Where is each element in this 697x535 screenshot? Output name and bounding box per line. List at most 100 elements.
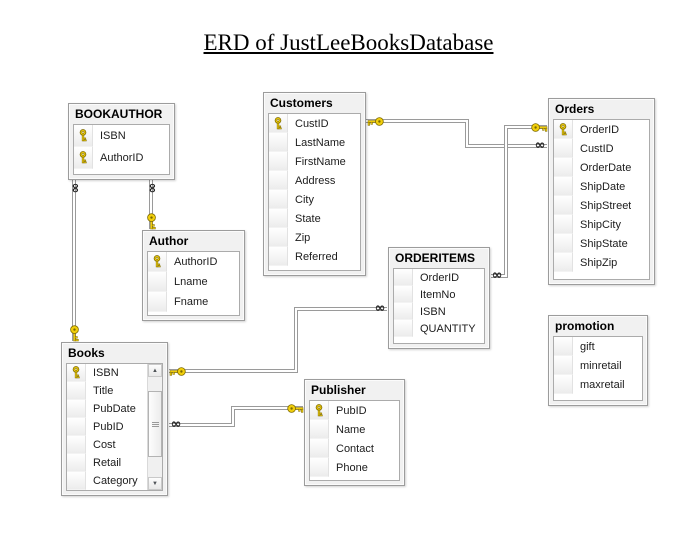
field-row-fname[interactable]: Fname [148,292,239,312]
table-title[interactable]: BOOKAUTHOR [75,107,163,121]
field-name: ShipStreet [580,199,632,212]
field-name: ShipDate [580,180,626,193]
relationship-books-publisher[interactable] [169,406,303,427]
table-title[interactable]: Orders [555,102,595,116]
row-selector [394,286,413,303]
row-selector [269,152,288,171]
field-row-orderid[interactable]: OrderID [394,269,484,286]
empty-row-space [554,272,649,279]
field-row-maxretail[interactable]: maxretail [554,375,642,394]
field-name: Cost [93,439,116,451]
infinity-icon: ∞ [170,417,182,432]
key-icon [67,364,86,382]
field-row-isbn[interactable]: ISBN [394,303,484,320]
table-title[interactable]: ORDERITEMS [395,251,476,265]
empty-row-space [554,394,642,400]
field-row-pubid[interactable]: PubID [67,418,147,436]
field-row-contact[interactable]: Contact [310,439,399,458]
relationship-orders-orderitems[interactable] [491,125,547,278]
field-row-city[interactable]: City [269,190,360,209]
scrollbar-track[interactable] [148,377,162,477]
row-selector [554,356,573,375]
table-title[interactable]: Publisher [311,383,366,397]
field-row-shipstate[interactable]: ShipState [554,234,649,253]
field-name: FirstName [295,155,346,168]
field-row-retail[interactable]: Retail [67,454,147,472]
field-row-gift[interactable]: gift [554,337,642,356]
row-selector [394,303,413,320]
field-row-custid[interactable]: CustID [269,114,360,133]
field-row-custid[interactable]: CustID [554,139,649,158]
field-row-authorid[interactable]: AuthorID [148,252,239,272]
table-title[interactable]: Customers [270,96,333,110]
field-name: Fname [174,296,209,308]
table-title[interactable]: promotion [555,319,615,333]
row-selector [67,472,86,490]
row-selector [554,375,573,394]
field-row-shipcity[interactable]: ShipCity [554,215,649,234]
scroll-up-icon[interactable]: ▲ [148,364,162,377]
relationship-customers-orders[interactable] [366,119,547,148]
field-name: PubID [336,404,367,417]
empty-row-space [310,477,399,480]
field-row-shipstreet[interactable]: ShipStreet [554,196,649,215]
field-row-orderid[interactable]: OrderID [554,120,649,139]
row-selector [269,171,288,190]
table-title[interactable]: Author [149,234,189,248]
field-name: Phone [336,461,368,474]
row-selector [67,418,86,436]
empty-row-space [74,169,169,174]
relationship-books-orderitems[interactable] [169,307,387,373]
field-row-category[interactable]: Category [67,472,147,490]
field-row-title[interactable]: Title [67,382,147,400]
field-row-pubdate[interactable]: PubDate [67,400,147,418]
empty-row-space [148,312,239,315]
field-row-state[interactable]: State [269,209,360,228]
field-row-address[interactable]: Address [269,171,360,190]
field-name: QUANTITY [420,322,476,335]
field-row-itemno[interactable]: ItemNo [394,286,484,303]
field-row-minretail[interactable]: minretail [554,356,642,375]
field-row-authorid[interactable]: AuthorID [74,147,169,169]
field-row-name[interactable]: Name [310,420,399,439]
row-selector [269,133,288,152]
row-selector [554,234,573,253]
field-row-firstname[interactable]: FirstName [269,152,360,171]
field-row-referred[interactable]: Referred [269,247,360,266]
table-title[interactable]: Books [68,346,105,360]
field-row-lname[interactable]: Lname [148,272,239,292]
key-icon [169,366,186,377]
key-icon [269,114,288,133]
field-row-shipdate[interactable]: ShipDate [554,177,649,196]
field-row-quantity[interactable]: QUANTITY [394,320,484,337]
field-row-shipzip[interactable]: ShipZip [554,253,649,272]
row-selector [554,337,573,356]
field-row-cost[interactable]: Cost [67,436,147,454]
row-selector [67,382,86,400]
field-row-pubid[interactable]: PubID [310,401,399,420]
row-selector [67,436,86,454]
scrollbar-thumb[interactable] [148,391,162,457]
field-name: Name [336,423,366,436]
key-icon [554,120,573,139]
scroll-down-icon[interactable]: ▼ [148,477,162,490]
vertical-scrollbar[interactable]: ▲▼ [147,364,162,490]
key-icon [367,116,384,127]
field-row-isbn[interactable]: ISBN [67,364,147,382]
field-row-lastname[interactable]: LastName [269,133,360,152]
field-row-zip[interactable]: Zip [269,228,360,247]
field-row-isbn[interactable]: ISBN [74,125,169,147]
field-row-phone[interactable]: Phone [310,458,399,477]
field-row-orderdate[interactable]: OrderDate [554,158,649,177]
